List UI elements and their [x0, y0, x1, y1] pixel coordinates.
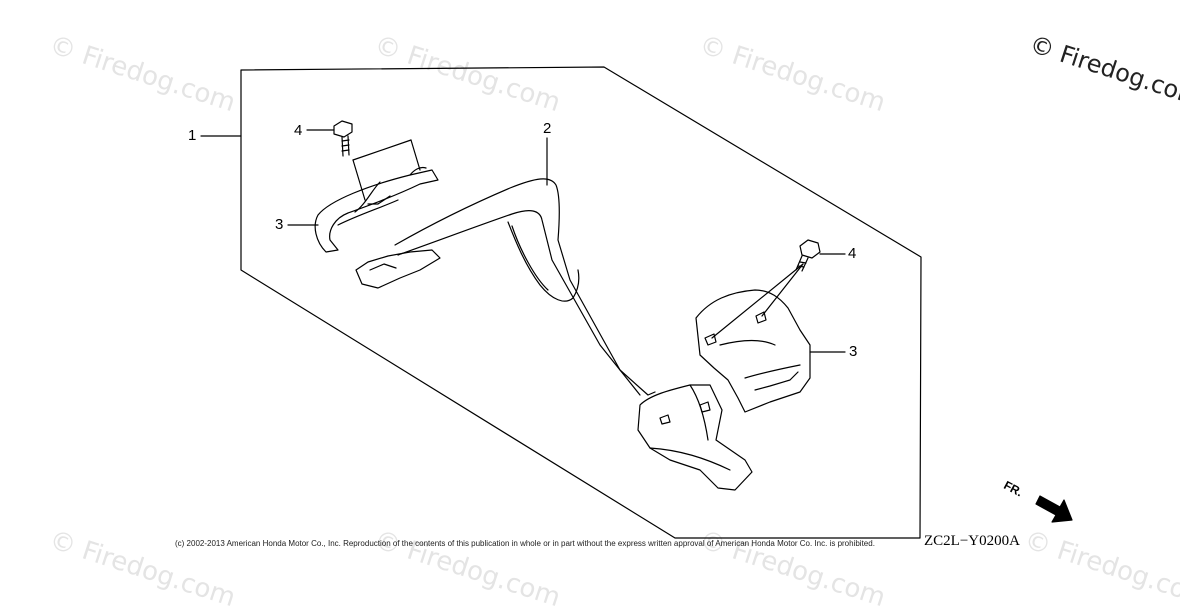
bracket-main — [355, 137, 753, 491]
callout-4-right: 4 — [848, 245, 857, 262]
front-arrow-icon — [1035, 495, 1073, 523]
bolt-left — [306, 120, 353, 157]
callout-1: 1 — [188, 127, 197, 144]
callout-3-right: 3 — [849, 343, 858, 360]
parts-diagram: © Firedog.com © Firedog.com © Firedog.co… — [46, 30, 1180, 613]
diagram-code: ZC2L−Y0200A — [924, 533, 1020, 549]
callout-3-left: 3 — [275, 216, 284, 233]
clamp-right — [695, 263, 846, 413]
assembly-boundary — [240, 66, 922, 539]
copyright-notice: (c) 2002-2013 American Honda Motor Co., … — [175, 539, 875, 548]
clamp-left — [287, 139, 439, 253]
bolt-right — [795, 239, 846, 272]
callout-4-left: 4 — [294, 122, 303, 139]
diagram-drawing — [200, 66, 1073, 539]
callout-2: 2 — [543, 120, 552, 137]
